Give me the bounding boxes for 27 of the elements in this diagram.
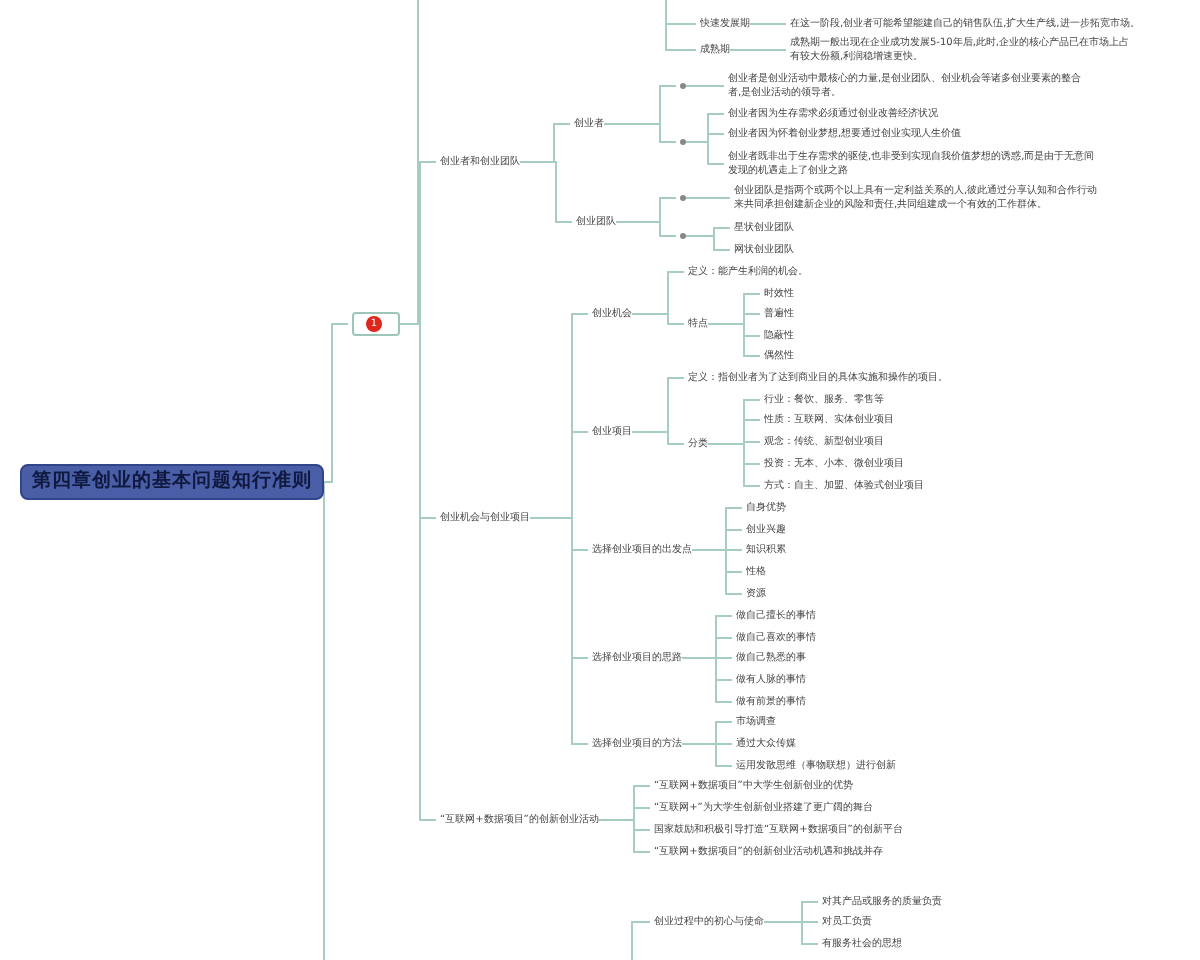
bullet-dot <box>680 83 686 89</box>
connector-line <box>631 431 685 445</box>
connector-line <box>729 49 787 51</box>
connector-line <box>685 235 731 251</box>
connector-line <box>681 743 733 767</box>
connector-line <box>631 313 685 325</box>
root-topic-box: 第四章创业的基本问题知行准则 <box>20 464 324 500</box>
connector-line <box>707 443 761 487</box>
connector-line <box>615 221 677 237</box>
connector-line <box>685 85 725 87</box>
connector-line <box>323 323 349 483</box>
bullet-dot <box>680 233 686 239</box>
connector-line <box>603 123 677 143</box>
connector-line <box>691 549 743 595</box>
connector-line <box>399 323 437 821</box>
bullet-dot <box>680 195 686 201</box>
connector-line <box>529 517 589 745</box>
bullet-dot <box>680 139 686 145</box>
connector-line <box>685 141 725 165</box>
connector-line <box>763 921 819 945</box>
connector-line <box>597 819 651 853</box>
connector-line <box>519 161 573 223</box>
connector-line <box>685 197 731 199</box>
connector-line <box>681 657 733 703</box>
connector-line <box>749 23 787 25</box>
connector-line <box>707 323 761 357</box>
connector-line <box>631 921 651 960</box>
